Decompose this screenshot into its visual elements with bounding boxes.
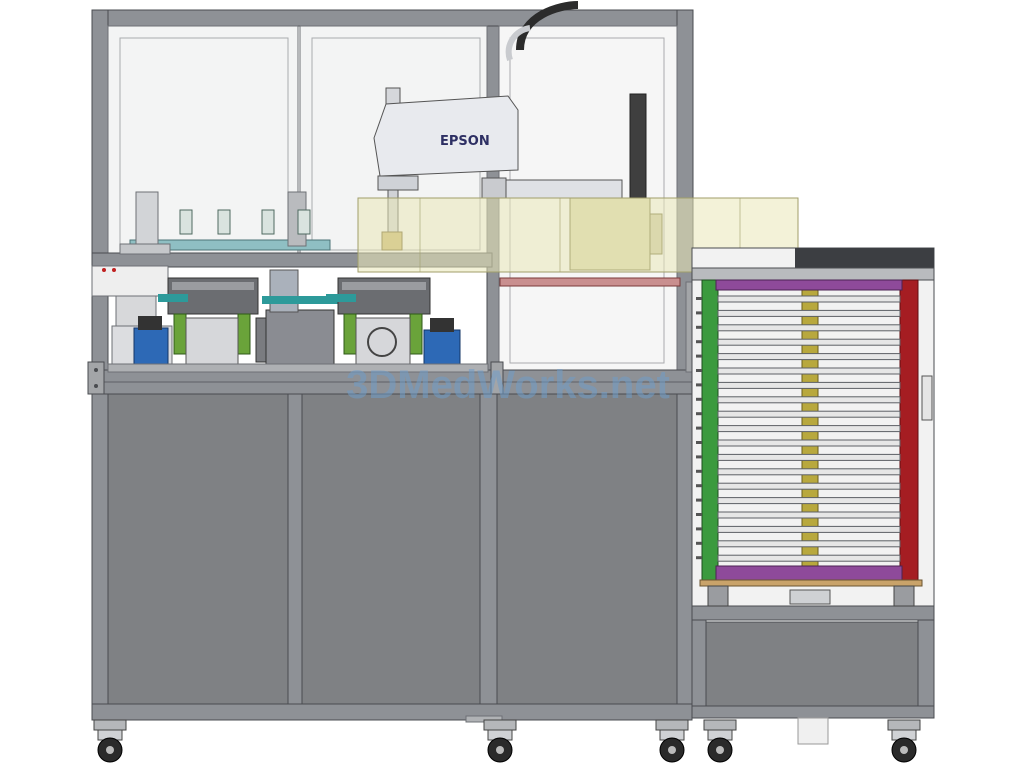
cable-conduit — [516, 1, 579, 51]
base-beam — [91, 703, 693, 721]
motor-left — [133, 327, 169, 365]
tray-slot — [717, 525, 901, 533]
caster-wheel — [887, 719, 921, 763]
lower-panel-center — [301, 393, 481, 705]
caster-wheel — [655, 719, 689, 763]
top-beam — [91, 9, 693, 27]
tray-slot — [717, 497, 901, 505]
tray-slot — [717, 425, 901, 433]
tray-slot — [717, 309, 901, 317]
tray-slot — [717, 540, 901, 548]
tray-rack-center-rail — [801, 287, 819, 579]
caster-wheel — [703, 719, 737, 763]
tray-slot — [717, 511, 901, 519]
main-cabinet — [87, 1, 697, 723]
tray-cabinet — [691, 247, 935, 745]
caster-wheel — [93, 719, 127, 763]
tray-slot — [717, 482, 901, 490]
tray-slot — [717, 338, 901, 346]
tray-slot — [717, 367, 901, 375]
tray-rack-right-rail — [899, 279, 919, 583]
tray-slot — [717, 439, 901, 447]
tray-slot — [717, 353, 901, 361]
tray-slot — [717, 381, 901, 389]
tray-slot — [717, 295, 901, 303]
robot-arm-2 — [499, 179, 623, 199]
lower-panel-right — [496, 393, 678, 705]
tray-rack-left-rail — [701, 279, 719, 583]
tray-slot — [717, 410, 901, 418]
work-area — [91, 191, 489, 373]
motor-right — [423, 329, 461, 365]
lower-panel-left — [107, 393, 291, 705]
tray-slot — [717, 324, 901, 332]
tray-cabinet-lower-panel — [705, 621, 919, 709]
tray-slot — [717, 396, 901, 404]
caster-wheel — [483, 719, 517, 763]
tray-slot — [717, 554, 901, 562]
watermark: 3DMedWorks.net — [346, 363, 670, 407]
tray-slot — [717, 453, 901, 461]
tray-slot — [717, 468, 901, 476]
casters — [93, 719, 921, 763]
robot-brand-label: EPSON — [440, 134, 490, 149]
